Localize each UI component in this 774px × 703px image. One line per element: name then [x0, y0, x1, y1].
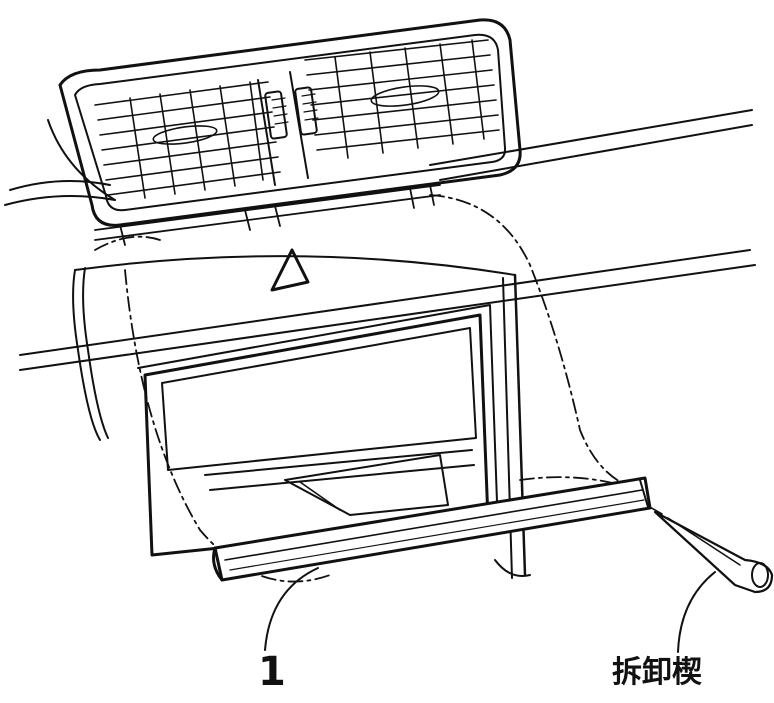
leader-line-part-1 — [264, 567, 319, 651]
trim-strip — [212, 476, 652, 582]
air-vent-assembly — [58, 18, 522, 246]
vent-mounting-clips — [94, 184, 441, 246]
dashboard-edge-lines — [4, 109, 756, 371]
tool-name-label: 拆卸楔 — [612, 655, 702, 690]
removal-wedge-tool — [647, 505, 774, 594]
hazard-warning-triangle — [270, 248, 310, 292]
part-number-label: 1 — [258, 649, 286, 695]
right-vent-louvers — [304, 39, 500, 159]
left-vent-louvers — [94, 81, 281, 199]
vent-center-divider — [257, 71, 319, 186]
vent-inner-frame — [74, 33, 507, 212]
leader-line-wedge — [677, 571, 716, 653]
vent-outer-frame — [58, 18, 522, 227]
